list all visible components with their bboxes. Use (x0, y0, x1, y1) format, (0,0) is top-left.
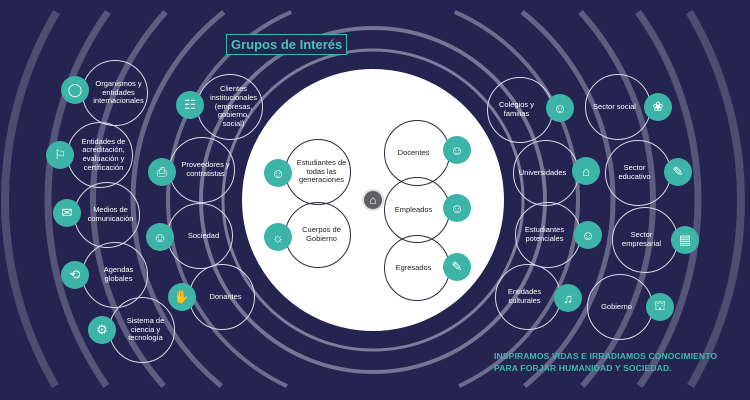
stakeholder-label: Gobierno (601, 301, 632, 311)
prospective-students-icon: ☺ (574, 221, 602, 249)
music-icon: ♫ (554, 284, 582, 312)
stakeholder-label: Universidades (518, 167, 567, 177)
stakeholder-node[interactable]: Gobierno (587, 274, 653, 340)
media-icon: ✉ (53, 199, 81, 227)
education-icon: ✎ (664, 158, 692, 186)
stakeholder-node[interactable]: Egresados (384, 235, 450, 301)
stakeholder-label: Agendas globales (103, 265, 134, 283)
stakeholder-label: Cuerpos de Gobierno (302, 225, 341, 243)
stakeholder-node[interactable]: Sistema de ciencia y tecnología (109, 297, 175, 363)
stakeholder-node[interactable]: Cuerpos de Gobierno (285, 202, 351, 268)
stakeholder-node[interactable]: Clientes institucionales (empresas, gobi… (197, 74, 263, 140)
social-icon: ❀ (644, 93, 672, 121)
stakeholder-label: Donantes (209, 291, 242, 301)
stakeholder-node[interactable]: Medios de comunicación (74, 182, 140, 248)
home-icon[interactable]: ⌂ (362, 189, 384, 211)
agenda-icon: ⟲ (61, 261, 89, 289)
stakeholder-label: Proveedores y contratistas (181, 160, 230, 178)
stakeholder-node[interactable]: Proveedores y contratistas (169, 137, 235, 203)
globe-icon: ◯ (61, 76, 89, 104)
graduate-icon: ✎ (443, 253, 471, 281)
ring (44, 9, 702, 389)
certificate-icon: ⚐ (46, 141, 74, 169)
stakeholder-label: Organismos y entidades internacionales (93, 79, 144, 106)
ring (1, 9, 745, 389)
stakeholder-label: Docentes (397, 147, 430, 157)
stakeholder-label: Estudiantes de todas las generaciones (296, 158, 347, 185)
handshake-icon: ✋ (168, 283, 196, 311)
stakeholder-label: Entidades de acreditación, evaluación y … (81, 136, 126, 172)
stakeholder-node[interactable]: Entidades de acreditación, evaluación y … (67, 122, 133, 188)
stakeholder-node[interactable]: Colegios y familias (487, 77, 553, 143)
stakeholder-node[interactable]: Estudiantes de todas las generaciones (285, 139, 351, 205)
supplier-icon: ⎙ (148, 158, 176, 186)
stakeholder-node[interactable]: Sociedad (167, 203, 233, 269)
government-icon: ⛫ (646, 293, 674, 321)
stakeholder-node[interactable]: Empleados (384, 177, 450, 243)
stakeholder-label: Sistema de ciencia y tecnología (126, 316, 165, 343)
stakeholder-node[interactable]: Universidades (513, 140, 579, 206)
stakeholder-node[interactable]: Estudiantes potenciales (515, 202, 581, 268)
stakeholder-node[interactable]: Donantes (189, 264, 255, 330)
students-icon: ☺ (264, 159, 292, 187)
meeting-icon: ☷ (176, 91, 204, 119)
employees-icon: ☺ (443, 194, 471, 222)
stakeholder-node[interactable]: Organismos y entidades internacionales (82, 60, 148, 126)
people-icon: ☺ (146, 223, 174, 251)
ring (221, 48, 525, 352)
slogan: INSPIRAMOS VIDAS E IRRADIAMOS CONOCIMIEN… (494, 350, 717, 374)
stakeholder-label: Medios de comunicación (87, 205, 134, 223)
stakeholder-label: Sector social (593, 101, 636, 111)
council-icon: ☼ (264, 223, 292, 251)
university-icon: ⌂ (572, 157, 600, 185)
stakeholder-label: Sector empresarial (621, 230, 662, 248)
stakeholder-label: Empleados (394, 204, 433, 214)
stakeholder-label: Sector educativo (618, 163, 651, 181)
slogan-line-1: INSPIRAMOS VIDAS E IRRADIAMOS CONOCIMIEN… (494, 351, 718, 361)
stakeholder-node[interactable]: Entidades culturales (495, 264, 561, 330)
stakeholder-node[interactable]: Sector social (585, 74, 651, 140)
page-title: Grupos de Interés (226, 34, 348, 55)
stakeholder-node[interactable]: Sector educativo (605, 140, 671, 206)
stakeholder-label: Egresados (395, 262, 432, 272)
slogan-line-2: PARA FORJAR HUMANIDAD Y SOCIEDAD. (494, 363, 672, 373)
stakeholder-label: Clientes institucionales (empresas, gobi… (209, 84, 258, 128)
stakeholder-node[interactable]: Sector empresarial (612, 207, 678, 273)
stakeholder-label: Estudiantes potenciales (524, 225, 565, 243)
brain-icon: ⚙ (88, 316, 116, 344)
business-icon: ▤ (671, 226, 699, 254)
family-icon: ☺ (546, 94, 574, 122)
teachers-icon: ☺ (443, 136, 471, 164)
stakeholder-label: Entidades culturales (507, 287, 542, 305)
stakeholder-label: Colegios y familias (498, 100, 535, 118)
stakeholder-label: Sociedad (187, 230, 220, 240)
